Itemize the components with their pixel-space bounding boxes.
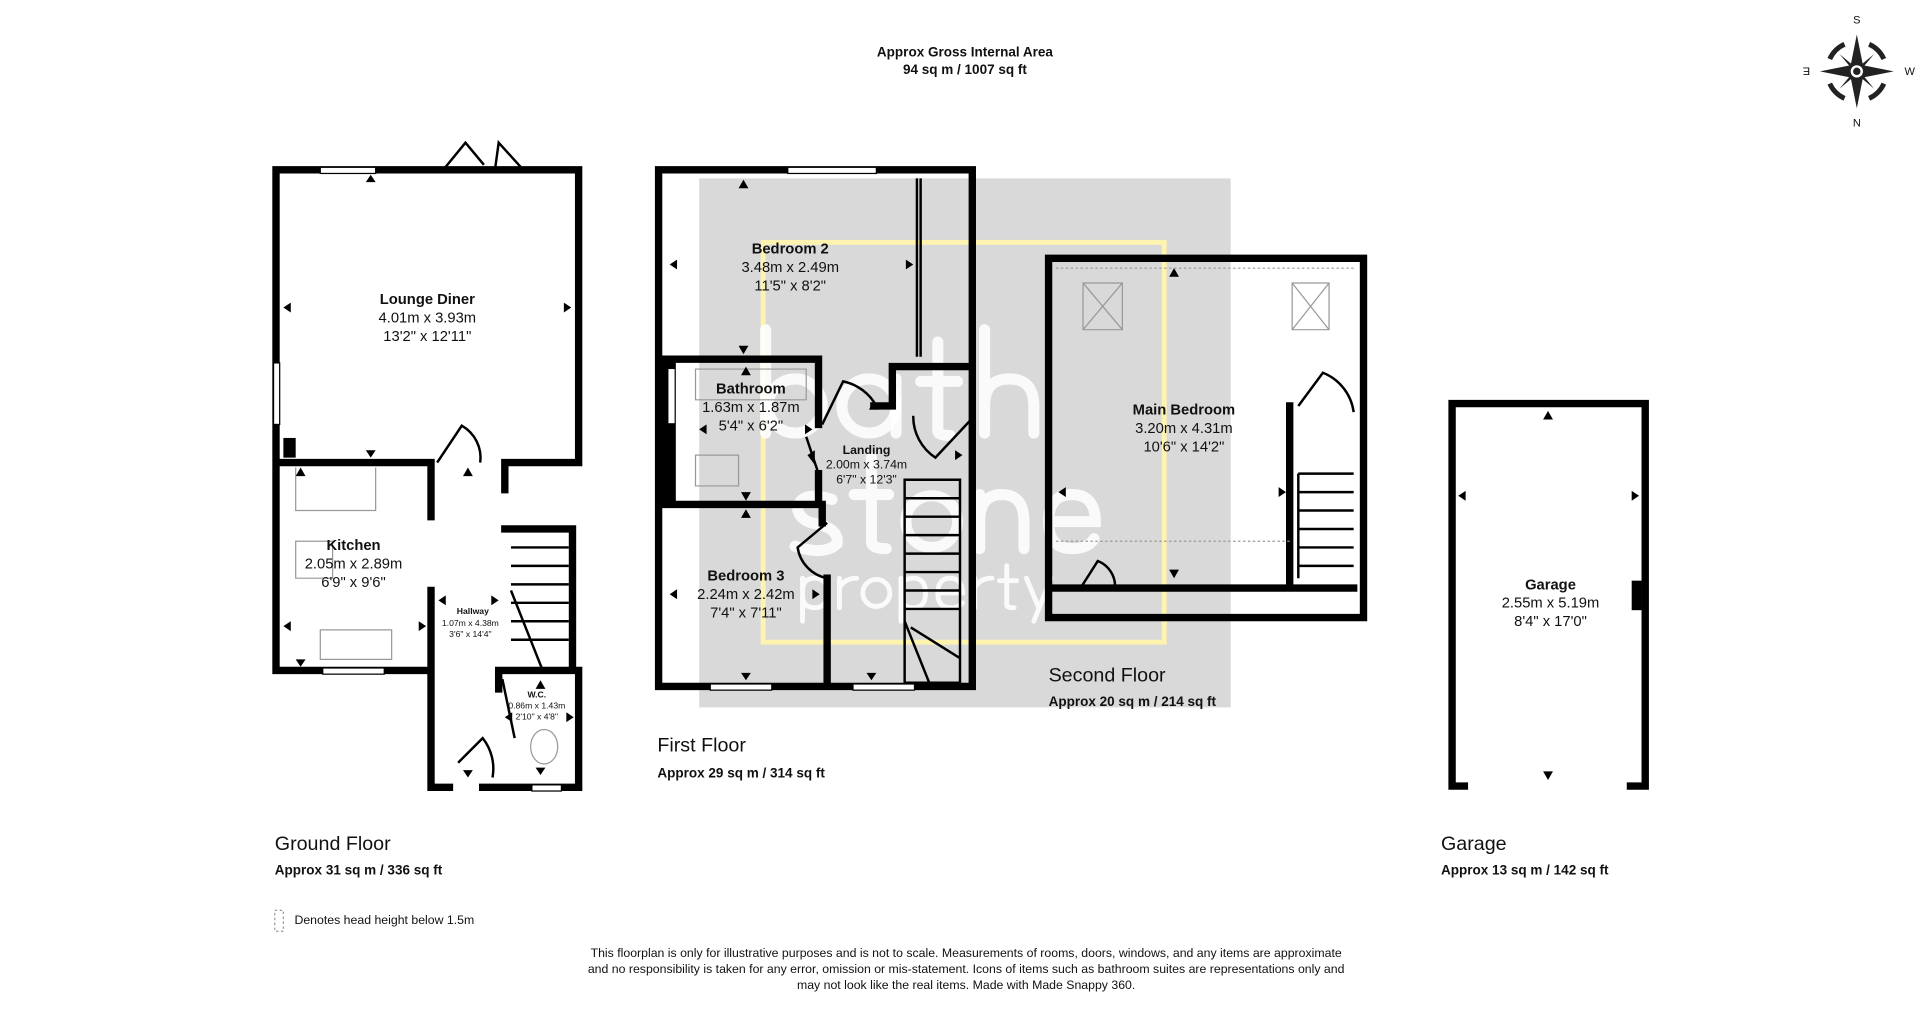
room-name-bedroom2: Bedroom 2 xyxy=(752,241,829,257)
gross-area-value: 94 sq m / 1007 sq ft xyxy=(903,62,1027,77)
room-imperial-landing: 6'7" x 12'3" xyxy=(836,472,897,486)
second-floor-plan xyxy=(1044,254,1368,622)
room-name-landing: Landing xyxy=(843,443,891,457)
compass-s: S xyxy=(1853,14,1860,26)
head-height-legend-text: Denotes head height below 1.5m xyxy=(294,913,474,927)
first-floor-plan xyxy=(654,166,976,691)
room-imperial-wc: 2'10" x 4'8" xyxy=(516,712,558,722)
room-name-bathroom: Bathroom xyxy=(716,382,786,398)
room-imperial-bathroom: 5'4" x 6'2" xyxy=(719,419,784,435)
disclaimer-line-3: may not look like the real items. Made w… xyxy=(797,978,1135,992)
gross-area-label: Approx Gross Internal Area xyxy=(877,45,1053,60)
room-name-hallway: Hallway xyxy=(457,606,489,616)
room-name-bedroom3: Bedroom 3 xyxy=(707,569,784,585)
room-imperial-kitchen: 6'9" x 9'6" xyxy=(321,575,386,591)
room-name-garage: Garage xyxy=(1525,577,1576,593)
compass-n: N xyxy=(1853,118,1861,130)
room-metric-lounge: 4.01m x 3.93m xyxy=(379,310,477,326)
compass-icon xyxy=(1819,34,1894,109)
floor-name-ground: Ground Floor xyxy=(275,833,391,855)
room-imperial-garage: 8'4" x 17'0" xyxy=(1514,614,1587,630)
room-imperial-bedroom2: 11'5" x 8'2" xyxy=(754,278,826,294)
room-metric-kitchen: 2.05m x 2.89m xyxy=(305,556,403,572)
room-metric-garage: 2.55m x 5.19m xyxy=(1502,596,1600,612)
floor-area-garage: Approx 13 sq m / 142 sq ft xyxy=(1441,863,1609,878)
room-metric-hallway: 1.07m x 4.38m xyxy=(442,618,499,628)
compass-e: E xyxy=(1803,65,1810,77)
room-metric-landing: 2.00m x 3.74m xyxy=(826,458,907,472)
room-metric-main-bedroom: 3.20m x 4.31m xyxy=(1135,421,1233,437)
room-name-kitchen: Kitchen xyxy=(326,538,380,554)
room-name-wc: W.C. xyxy=(527,690,546,700)
room-imperial-main-bedroom: 10'6" x 14'2" xyxy=(1143,439,1224,455)
room-imperial-bedroom3: 7'4" x 7'11" xyxy=(710,606,782,622)
compass-w: W xyxy=(1904,66,1915,78)
floor-area-ground: Approx 31 sq m / 336 sq ft xyxy=(275,863,443,878)
watermark-logo xyxy=(760,324,1101,624)
head-height-legend-icon xyxy=(274,909,285,932)
disclaimer-line-2: and no responsibility is taken for any e… xyxy=(588,962,1345,976)
floor-name-first: First Floor xyxy=(657,735,746,757)
floor-name-second: Second Floor xyxy=(1049,665,1166,687)
floor-name-garage: Garage xyxy=(1441,833,1507,855)
floor-area-first: Approx 29 sq m / 314 sq ft xyxy=(657,765,825,780)
room-metric-bedroom3: 2.24m x 2.42m xyxy=(697,587,795,603)
room-metric-bedroom2: 3.48m x 2.49m xyxy=(741,260,839,276)
room-name-main-bedroom: Main Bedroom xyxy=(1133,403,1235,419)
room-imperial-lounge: 13'2" x 12'11" xyxy=(383,329,471,345)
room-metric-bathroom: 1.63m x 1.87m xyxy=(702,400,800,416)
ground-floor-plan xyxy=(272,139,583,792)
disclaimer-line-1: This floorplan is only for illustrative … xyxy=(591,946,1342,960)
room-name-lounge: Lounge Diner xyxy=(380,292,475,308)
floor-area-second: Approx 20 sq m / 214 sq ft xyxy=(1049,694,1217,709)
garage-plan xyxy=(1448,399,1649,790)
watermark-frame xyxy=(760,239,1167,645)
room-imperial-hallway: 3'6" x 14'4" xyxy=(449,629,491,639)
room-metric-wc: 0.86m x 1.43m xyxy=(508,701,565,711)
